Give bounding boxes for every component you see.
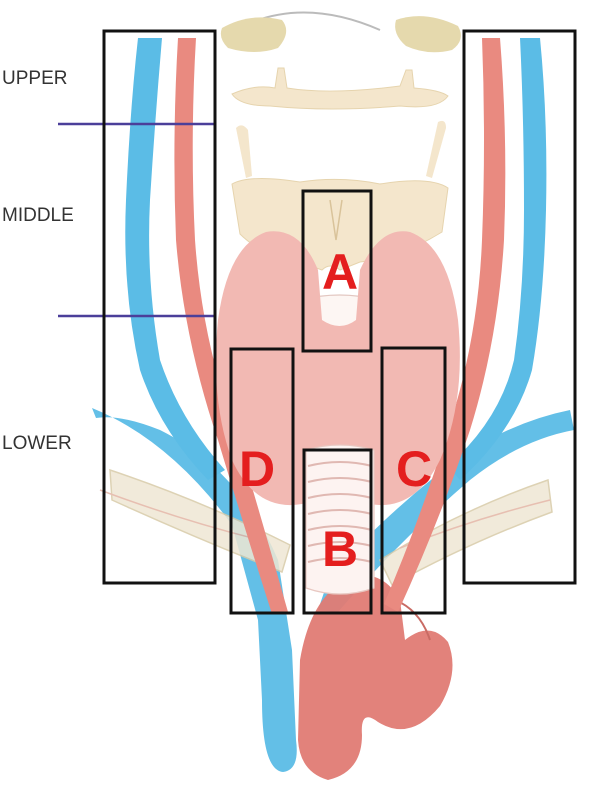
left-internal-jugular-vein (125, 38, 225, 480)
left-brachiocephalic-vein (92, 408, 297, 772)
left-lateral-compartment-box (102, 29, 217, 585)
region-a-box (301, 189, 373, 353)
region-c-label: C (396, 441, 432, 497)
level-label-middle: MIDDLE (2, 205, 74, 226)
right-clavicle (379, 478, 553, 587)
region-a-label: A (322, 244, 358, 300)
right-lateral-compartment-box (462, 29, 577, 585)
left-common-carotid-artery (174, 38, 288, 614)
region-b-box (302, 448, 373, 615)
region-c-box (380, 346, 447, 615)
trachea (305, 444, 375, 595)
level-label-upper: UPPER (2, 68, 67, 89)
left-neck-vessels (125, 38, 288, 614)
right-mastoid (395, 16, 461, 53)
region-d-label: D (239, 441, 275, 497)
region-b-label: B (322, 521, 358, 577)
region-d-box (229, 347, 295, 615)
right-internal-jugular-vein (448, 38, 547, 480)
thyroid-gland (215, 231, 460, 506)
aortic-arch (298, 575, 453, 780)
skull-base (220, 11, 461, 53)
left-mastoid (220, 17, 287, 52)
hyoid-bone (231, 67, 449, 110)
level-label-lower: LOWER (2, 433, 72, 454)
clavicles (99, 468, 553, 587)
left-clavicle (109, 468, 291, 573)
